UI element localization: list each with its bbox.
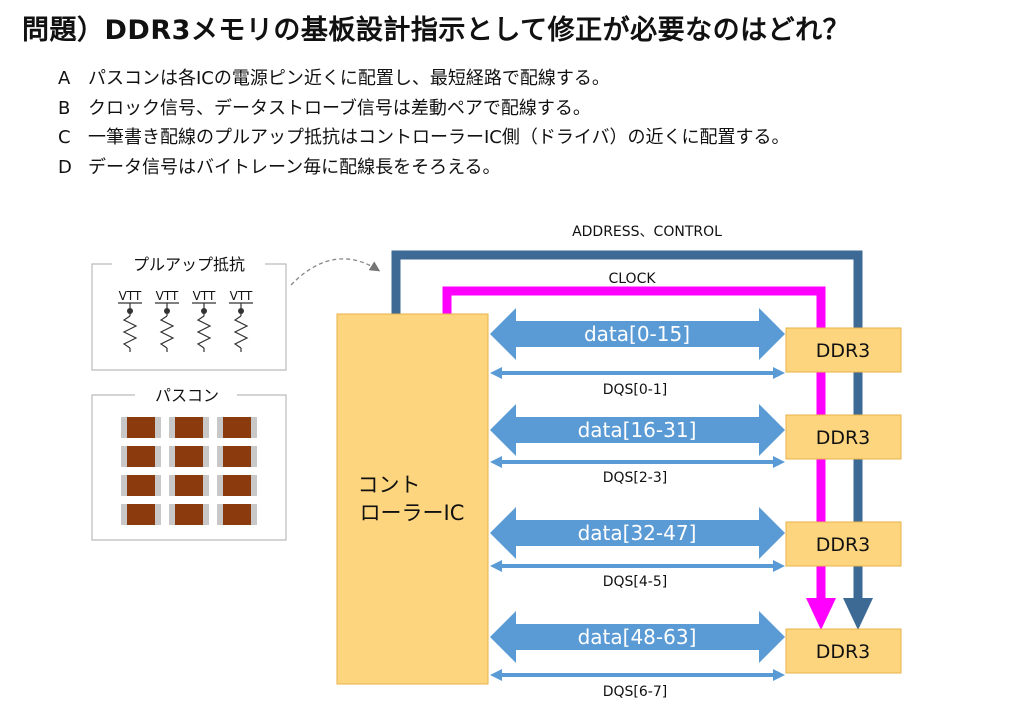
vtt-label: VTT [156, 289, 179, 303]
clock-label: CLOCK [608, 271, 656, 287]
option-text: データ信号はバイトレーン毎に配線長をそろえる。 [88, 156, 501, 178]
data-label: data[48-63] [578, 625, 697, 649]
ddr3-chip [785, 521, 902, 567]
capacitor [169, 504, 209, 525]
options-list: A パスコンは各ICの電源ピン近くに配置し、最短経路で配線する。 B クロック信号、… [58, 64, 790, 182]
controller-label-line2: ローラーIC [360, 501, 465, 525]
data-arrow [490, 611, 785, 663]
capacitor [217, 475, 257, 496]
bypass-capacitor-array [121, 417, 257, 525]
capacitor [169, 417, 209, 438]
data-label: data[16-31] [578, 418, 697, 442]
data-label: data[32-47] [578, 521, 697, 545]
option-text: パスコンは各ICの電源ピン近くに配置し、最短経路で配線する。 [88, 68, 610, 89]
pullup-resistor: VTT [192, 289, 216, 352]
ddr3-chip [785, 327, 902, 373]
pullup-resistor: VTT [118, 289, 142, 352]
dqs-label: DQS[6-7] [603, 684, 667, 700]
capacitor [121, 446, 161, 467]
capacitor [121, 504, 161, 525]
capacitor [121, 417, 161, 438]
bypass-legend-title: パスコン [155, 386, 219, 405]
ddr3-chip [785, 414, 902, 460]
address-control-arrowhead [843, 598, 873, 630]
question-title: 問題）DDR3メモリの基板設計指示として修正が必要なのはどれ？ [22, 15, 851, 46]
option-text: 一筆書き配線のプルアップ抵抗はコントローラーIC側（ドライバ）の近くに配置する。 [88, 127, 790, 148]
controller-ic [336, 313, 489, 685]
ddr3-label: DDR3 [816, 641, 871, 663]
option-letter: A [58, 68, 71, 89]
data-arrow [490, 308, 785, 360]
capacitor [217, 446, 257, 467]
clock-arrowhead [806, 598, 836, 630]
pullup-legend-box [91, 263, 287, 371]
option-d: D データ信号はバイトレーン毎に配線長をそろえる。 [58, 153, 790, 183]
data-label: data[0-15] [584, 322, 690, 346]
dqs-label: DQS[0-1] [603, 382, 667, 398]
pullup-resistor: VTT [155, 289, 179, 352]
option-a: A パスコンは各ICの電源ピン近くに配置し、最短経路で配線する。 [58, 64, 790, 94]
option-text: クロック信号、データストローブ信号は差動ペアで配線する。 [88, 97, 591, 119]
dqs-label: DQS[4-5] [603, 574, 667, 590]
ddr3-chip [785, 628, 902, 674]
vtt-label: VTT [119, 289, 142, 303]
ddr3-label: DDR3 [816, 534, 871, 556]
option-b: B クロック信号、データストローブ信号は差動ペアで配線する。 [58, 94, 790, 124]
dqs-label: DQS[2-3] [603, 470, 667, 486]
pullup-resistor: VTT [229, 289, 253, 352]
dqs-arrow [490, 456, 785, 468]
option-letter: D [58, 156, 72, 178]
ddr3-label: DDR3 [816, 427, 871, 449]
address-control-label: ADDRESS、CONTROL [572, 224, 722, 240]
data-arrow [490, 507, 785, 559]
pullup-pointer-arrow [290, 258, 381, 286]
dqs-arrow [490, 560, 785, 572]
dqs-arrow [490, 669, 785, 681]
controller-label-line1: コント [358, 473, 421, 497]
option-letter: C [58, 127, 71, 148]
dqs-arrow [490, 367, 785, 379]
option-c: C 一筆書き配線のプルアップ抵抗はコントローラーIC側（ドライバ）の近くに配置する… [58, 123, 790, 153]
capacitor [217, 417, 257, 438]
capacitor [121, 475, 161, 496]
capacitor [169, 475, 209, 496]
capacitor [217, 504, 257, 525]
vtt-label: VTT [193, 289, 216, 303]
bypass-legend-box [91, 394, 287, 541]
vtt-label: VTT [230, 289, 253, 303]
data-arrow [490, 404, 785, 456]
pullup-legend-title: プルアップ抵抗 [133, 255, 245, 274]
capacitor [169, 446, 209, 467]
ddr3-label: DDR3 [816, 340, 871, 362]
option-letter: B [58, 97, 71, 119]
